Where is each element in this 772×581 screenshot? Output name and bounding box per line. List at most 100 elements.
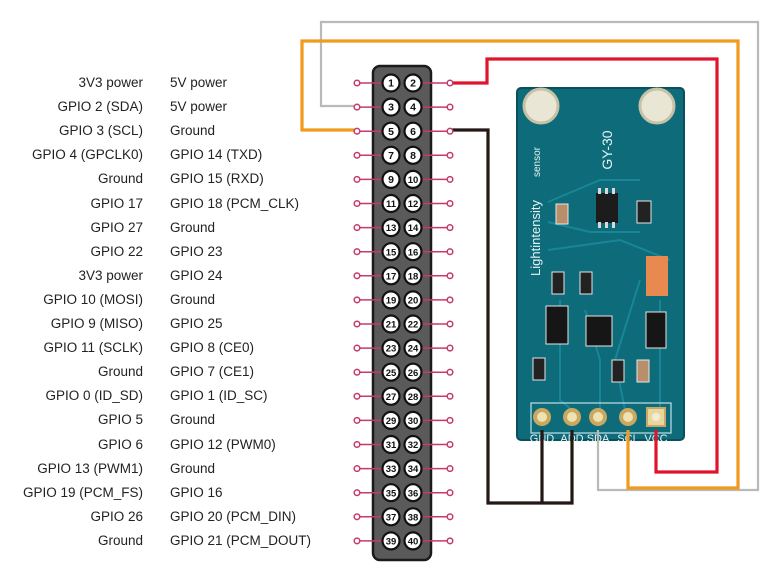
header-pin-24[interactable]: 24	[403, 338, 423, 358]
pin-terminal-icon[interactable]	[353, 320, 361, 328]
pin-terminal-icon[interactable]	[353, 416, 361, 424]
pin-terminal-icon[interactable]	[446, 537, 454, 545]
header-pin-20[interactable]: 20	[403, 290, 423, 310]
header-pin-39[interactable]: 39	[381, 531, 401, 551]
pin-label-4: 5V power	[170, 99, 228, 115]
header-pin-36[interactable]: 36	[403, 483, 423, 503]
pin-terminal-icon[interactable]	[353, 103, 361, 111]
pin-terminal-icon[interactable]	[446, 416, 454, 424]
header-pin-3[interactable]: 3	[381, 97, 401, 117]
pin-terminal-icon[interactable]	[446, 344, 454, 352]
pin-terminal-icon[interactable]	[353, 224, 361, 232]
pin-terminal-icon[interactable]	[353, 175, 361, 183]
header-pin-35[interactable]: 35	[381, 483, 401, 503]
pin-terminal-icon[interactable]	[353, 513, 361, 521]
header-pin-5[interactable]: 5	[381, 121, 401, 141]
pin-label-3: GPIO 2 (SDA)	[57, 99, 143, 115]
pin-terminal-icon[interactable]	[446, 272, 454, 280]
header-pin-12[interactable]: 12	[403, 193, 423, 214]
pin-terminal-icon[interactable]	[446, 127, 454, 135]
pin-terminal-icon[interactable]	[446, 368, 454, 376]
header-pin-9[interactable]: 9	[381, 169, 401, 189]
header-pin-19[interactable]: 19	[381, 290, 401, 310]
header-pin-7[interactable]: 7	[381, 145, 401, 165]
pin-terminal-icon[interactable]	[446, 224, 454, 232]
header-pin-26[interactable]: 26	[403, 362, 423, 382]
pin-terminal-icon[interactable]	[353, 465, 361, 473]
pin-terminal-icon[interactable]	[353, 440, 361, 449]
header-pin-18[interactable]: 18	[403, 266, 423, 286]
pin-label-39: Ground	[97, 532, 143, 548]
pin-terminal-icon[interactable]	[446, 440, 454, 449]
header-pin-17[interactable]: 17	[381, 266, 401, 286]
pin-terminal-icon[interactable]	[446, 248, 454, 256]
pin-terminal-icon[interactable]	[353, 296, 361, 304]
pin-terminal-icon[interactable]	[446, 465, 454, 473]
header-pin-27[interactable]: 27	[381, 386, 401, 406]
pin-terminal-icon[interactable]	[353, 344, 361, 352]
header-pin-29[interactable]: 29	[381, 410, 401, 430]
header-pin-8[interactable]: 8	[403, 145, 423, 165]
pin-terminal-icon[interactable]	[446, 392, 454, 400]
header-pin-34[interactable]: 34	[403, 459, 423, 479]
header-pin-16[interactable]: 16	[403, 242, 423, 262]
pin-number: 25	[386, 368, 397, 379]
pin-label-15: GPIO 22	[90, 243, 143, 259]
pin-terminal-icon[interactable]	[353, 272, 361, 280]
pin-terminal-icon[interactable]	[353, 368, 361, 376]
pin-terminal-icon[interactable]	[353, 199, 361, 208]
header-pin-33[interactable]: 33	[381, 459, 401, 479]
pin-terminal-icon[interactable]	[446, 103, 454, 111]
header-pin-23[interactable]: 23	[381, 338, 401, 358]
pin-number: 2	[410, 78, 416, 90]
pin-number: 23	[386, 344, 397, 355]
header-pin-28[interactable]: 28	[403, 386, 423, 406]
header-pin-15[interactable]: 15	[381, 242, 401, 262]
header-pin-1[interactable]: 1	[381, 73, 401, 93]
pin-terminal-icon[interactable]	[353, 151, 361, 159]
header-pin-4[interactable]: 4	[403, 97, 423, 117]
header-pin-21[interactable]: 21	[381, 314, 401, 334]
pin-number: 30	[408, 416, 419, 427]
header-pin-40[interactable]: 40	[403, 531, 423, 551]
pin-terminal-icon[interactable]	[353, 248, 361, 256]
sensor-caption-main: Lightintensity	[528, 200, 543, 276]
pin-terminal-icon[interactable]	[353, 79, 361, 87]
header-pin-6[interactable]: 6	[403, 121, 423, 141]
pin-terminal-icon[interactable]	[353, 489, 361, 497]
pin-terminal-icon[interactable]	[446, 199, 454, 208]
pin-terminal-icon[interactable]	[446, 296, 454, 304]
header-pin-25[interactable]: 25	[381, 362, 401, 382]
pin-number: 20	[408, 296, 419, 307]
header-pin-37[interactable]: 37	[381, 507, 401, 527]
header-pin-14[interactable]: 14	[403, 218, 423, 238]
pin-label-37: GPIO 26	[90, 508, 143, 524]
header-pin-30[interactable]: 30	[403, 410, 423, 430]
header-pin-32[interactable]: 32	[403, 434, 423, 455]
header-pin-22[interactable]: 22	[403, 314, 423, 334]
capacitor	[555, 203, 569, 225]
pin-number: 21	[386, 320, 397, 331]
header-pin-10[interactable]: 10	[403, 169, 423, 189]
pin-label-34: Ground	[170, 460, 216, 476]
pin-terminal-icon[interactable]	[446, 320, 454, 328]
pin-terminal-icon[interactable]	[446, 175, 454, 183]
header-pin-38[interactable]: 38	[403, 507, 423, 527]
pin-label-18: GPIO 24	[170, 267, 223, 283]
pin-terminal-icon[interactable]	[446, 513, 454, 521]
header-pin-2[interactable]: 2	[403, 73, 423, 93]
resistor	[551, 271, 565, 295]
pin-terminal-icon[interactable]	[353, 127, 361, 135]
pin-label-25: Ground	[97, 364, 143, 380]
pin-number: 35	[386, 488, 397, 499]
pin-terminal-icon[interactable]	[446, 151, 454, 159]
header-pin-13[interactable]: 13	[381, 218, 401, 238]
pin-terminal-icon[interactable]	[353, 392, 361, 400]
pin-terminal-icon[interactable]	[353, 537, 361, 545]
header-pin-31[interactable]: 31	[381, 434, 401, 455]
wires	[300, 20, 760, 505]
header-pin-11[interactable]: 11	[381, 193, 401, 214]
pin-terminal-icon[interactable]	[446, 489, 454, 497]
pin-terminal-icon[interactable]	[446, 79, 454, 87]
